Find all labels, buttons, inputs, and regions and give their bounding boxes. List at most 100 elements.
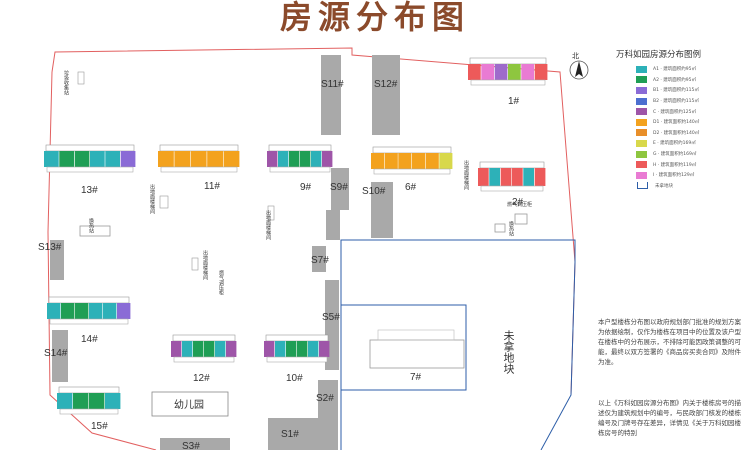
heat-station-box (79, 225, 111, 237)
building-13-label: 13# (81, 185, 98, 196)
s7-label: S7# (311, 255, 329, 266)
building-roof-outline (268, 144, 332, 152)
site-plan: 北 1# 2# 6# 7# 9# 10# 11# 12# 13# 14# 15#… (38, 47, 589, 450)
site-boundary-west (47, 71, 157, 450)
unit-block (193, 341, 204, 357)
s11-block (321, 55, 341, 135)
building-base-outline (160, 166, 238, 173)
residential-buildings (44, 57, 548, 415)
building-base-outline (49, 318, 129, 325)
legend-text: D2 · 建筑面积约140㎡ (653, 130, 700, 136)
stair-label-4: 出地面楼梯间 (463, 159, 469, 191)
unit-block (190, 151, 207, 167)
unit-block (264, 341, 275, 357)
unit-block (73, 393, 89, 409)
s1-label: S1# (281, 429, 299, 440)
unit-block (521, 64, 534, 80)
legend-row: A2 · 建筑面积约95㎡ (616, 75, 746, 86)
unit-block (481, 64, 494, 80)
legend-row: A1 · 建筑面积约95㎡ (616, 64, 746, 75)
unit-block (534, 64, 548, 80)
unit-block (103, 303, 117, 319)
legend-row: B2 · 建筑面积约115㎡ (616, 96, 746, 107)
building-1-label: 1# (508, 96, 520, 107)
unit-block (286, 341, 297, 357)
stair-label-3: 出地面楼梯间 (202, 249, 208, 281)
legend-title: 万科如园房源分布图例 (616, 50, 702, 60)
legend-row: D1 · 建筑面积约140㎡ (616, 117, 746, 128)
kindergarten-label: 幼儿园 (174, 398, 204, 411)
s1-block (268, 418, 320, 450)
unit-block (384, 153, 398, 169)
building-2-label: 2# (512, 197, 524, 208)
legend-text: G · 建筑面积约169㎡ (653, 152, 697, 158)
legend-swatch (636, 108, 647, 116)
building-14 (47, 296, 131, 325)
legend-text: I · 建筑面积约129㎡ (653, 173, 695, 179)
unit-block (57, 393, 73, 409)
heat-station-right-box (494, 223, 506, 233)
unit-block (158, 151, 174, 167)
legend-outline-swatch (637, 182, 648, 190)
legend-swatch (636, 129, 647, 137)
unit-block (117, 303, 131, 319)
north-arrow-icon (575, 61, 583, 77)
s9-block-b (326, 210, 340, 240)
s13-label: S13# (38, 242, 62, 253)
s2-block (318, 380, 338, 450)
unit-block (534, 168, 546, 186)
unit-block (278, 151, 289, 167)
s14-label: S14# (44, 348, 68, 359)
s5-label: S5# (322, 312, 340, 323)
unit-block (215, 341, 226, 357)
s14-block (52, 330, 68, 382)
stair-label-2: 出地面楼梯间 (265, 209, 271, 241)
unit-block (171, 341, 182, 357)
building-7-outline-b (377, 329, 455, 341)
stair-box-2 (267, 205, 275, 221)
refuse-station-label: 垃圾收集站 (63, 69, 69, 96)
building-base-outline (470, 79, 546, 86)
legend-swatch (636, 86, 647, 94)
legend-row: G · 建筑面积约169㎡ (616, 149, 746, 160)
unit-block (512, 168, 523, 186)
legend-swatch (636, 171, 647, 179)
building-roof-outline (265, 334, 329, 342)
stair-box-3 (191, 257, 199, 271)
building-9 (267, 144, 333, 173)
s13-block (50, 240, 64, 280)
unit-block (500, 168, 512, 186)
unit-block (90, 151, 105, 167)
s9-label: S9# (330, 182, 348, 193)
unit-block (439, 153, 453, 169)
s10-block (371, 182, 393, 238)
unit-block (44, 151, 59, 167)
legend-text: B1 · 建筑面积约115㎡ (653, 88, 699, 94)
legend-text: B2 · 建筑面积约115㎡ (653, 99, 699, 105)
building-6 (371, 146, 453, 175)
unit-block (174, 151, 191, 167)
unit-block (308, 341, 319, 357)
legend-swatch (636, 118, 647, 126)
unit-block (425, 153, 439, 169)
unit-block (319, 341, 330, 357)
unit-block (478, 168, 489, 186)
building-roof-outline (469, 57, 547, 65)
building-base-outline (373, 168, 451, 175)
building-10-label: 10# (286, 373, 303, 384)
unit-block (75, 303, 89, 319)
unsold-plot-label: 未拿地块 (502, 330, 515, 375)
legend-row: C · 建筑面积约125㎡ (616, 106, 746, 117)
legend-text: C · 建筑面积约125㎡ (653, 109, 697, 115)
unit-block (89, 393, 105, 409)
building-base-outline (59, 408, 119, 415)
legend-outline-text: 未拿地块 (655, 183, 673, 189)
unit-block (105, 393, 121, 409)
s7-block (312, 246, 326, 272)
building-7-outline (369, 339, 465, 369)
unit-block (105, 151, 120, 167)
unit-block (289, 151, 300, 167)
building-15 (57, 386, 121, 415)
building-10 (264, 334, 330, 363)
